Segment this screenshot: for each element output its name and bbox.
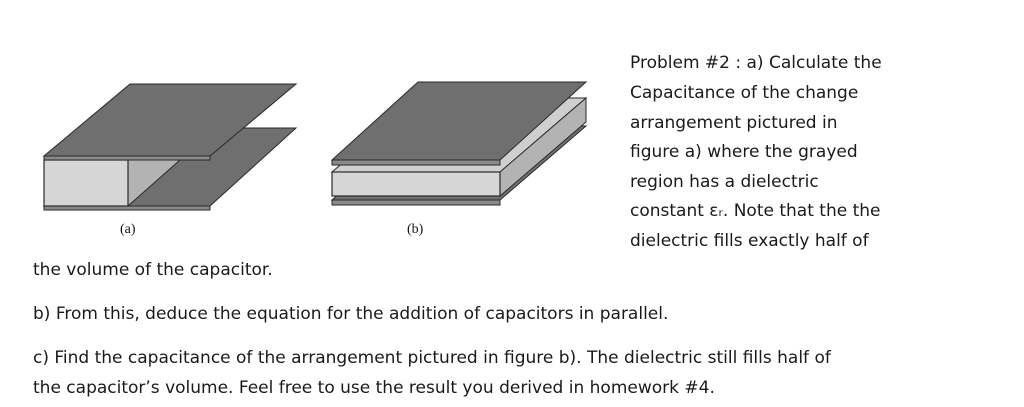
figure-b-label: (b) [407,222,424,237]
body-line-volume: the volume of the capacitor. [33,260,273,280]
problem-line: Capacitance of the change [630,83,859,103]
problem-line: constant εᵣ. Note that the the [630,201,881,221]
problem-line: region has a dielectric [630,172,819,192]
body-line-part-c-cont: the capacitor’s volume. Feel free to use… [33,378,715,398]
figure-b-capacitor [330,81,588,206]
figure-b-bottom-plate-edge [331,199,501,206]
figure-a-capacitor [42,83,298,211]
body-line-part-c: c) Find the capacitance of the arrangeme… [33,348,831,368]
problem-line: arrangement pictured in [630,113,838,133]
problem-line: dielectric fills exactly half of [630,231,869,251]
problem-line: Problem #2 : a) Calculate the [630,53,882,73]
problem-line: figure a) where the grayed [630,142,858,162]
figure-a-dielectric-front [43,159,129,207]
figure-drawings [42,81,588,211]
figure-a-bottom-plate-edge [43,205,211,211]
figure-a-label: (a) [120,222,136,237]
figure-b-dielectric-front [331,171,501,197]
figure-b-top-plate-edge [331,159,501,166]
body-line-part-b: b) From this, deduce the equation for th… [33,304,669,324]
figure-a-top-plate-edge [43,155,211,161]
